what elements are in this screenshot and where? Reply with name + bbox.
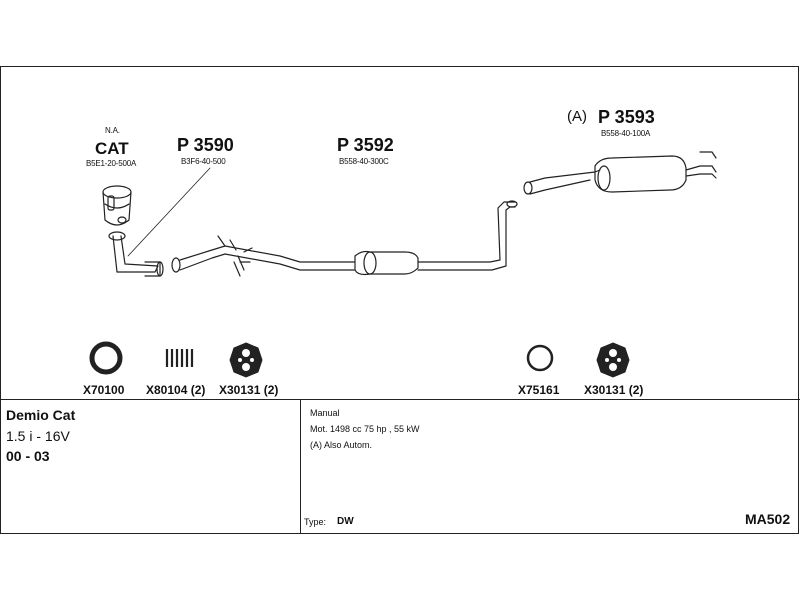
catalytic-converter-drawing[interactable] bbox=[102, 185, 164, 277]
accessory-label: X80104 (2) bbox=[146, 383, 206, 397]
cat-note: N.A. bbox=[105, 126, 120, 135]
vehicle-model: Demio Cat bbox=[6, 407, 76, 423]
cat-ref: B5E1-20-500A bbox=[86, 159, 137, 168]
rubber-hanger-icon bbox=[596, 342, 630, 378]
part-p3593-ref: B558-40-100A bbox=[601, 129, 651, 138]
type-value: DW bbox=[337, 516, 354, 527]
vehicle-engine: 1.5 i - 16V bbox=[6, 428, 70, 444]
cat-code: CAT bbox=[95, 139, 129, 158]
ring-gasket-icon bbox=[89, 341, 123, 375]
part-p3593-prefix: (A) bbox=[567, 108, 587, 125]
diagram-frame bbox=[0, 66, 799, 534]
accessory-label: X70100 bbox=[83, 383, 125, 397]
ring-gasket-icon bbox=[526, 344, 554, 372]
divider-horizontal bbox=[0, 399, 800, 400]
accessory-label: X30131 (2) bbox=[219, 383, 279, 397]
type-label: Type: bbox=[304, 517, 327, 527]
part-p3592-ref: B558-40-300C bbox=[339, 157, 389, 166]
vehicle-years: 00 - 03 bbox=[6, 448, 50, 464]
part-p3590-ref: B3F6-40-500 bbox=[181, 157, 226, 166]
detail-line: Mot. 1498 cc 75 hp , 55 kW bbox=[310, 424, 420, 434]
centre-silencer-drawing[interactable] bbox=[354, 200, 518, 276]
spring-icon bbox=[165, 349, 194, 367]
rear-silencer-drawing[interactable] bbox=[523, 151, 717, 195]
front-pipe-drawing[interactable] bbox=[171, 235, 356, 277]
system-code: MA502 bbox=[745, 511, 791, 527]
part-p3590-code: P 3590 bbox=[177, 135, 234, 155]
detail-line: (A) Also Autom. bbox=[310, 440, 373, 450]
accessory-label: X30131 (2) bbox=[584, 383, 644, 397]
detail-line: Manual bbox=[310, 408, 340, 418]
part-p3592-code: P 3592 bbox=[337, 135, 394, 155]
divider-vertical bbox=[300, 400, 301, 533]
accessory-label: X75161 bbox=[518, 383, 560, 397]
part-p3593-code: P 3593 bbox=[598, 107, 655, 127]
rubber-hanger-icon bbox=[229, 342, 263, 378]
